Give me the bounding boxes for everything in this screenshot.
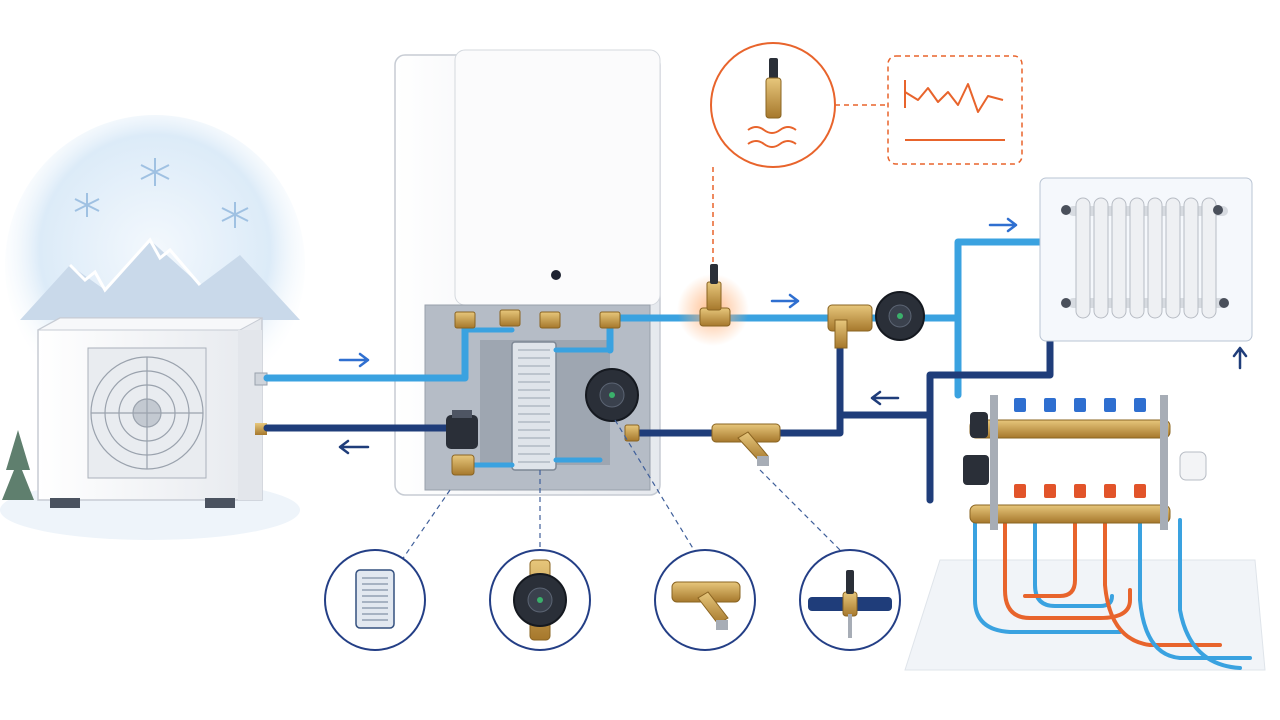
heat-exchanger-callout xyxy=(324,549,426,651)
plate-heat-exchanger-icon xyxy=(355,569,395,629)
mixing-pump-icon xyxy=(827,291,925,349)
flow-arrow-outdoor-return xyxy=(338,439,370,455)
underfloor-manifold-icon xyxy=(963,395,1207,530)
radiator-icon xyxy=(1039,177,1253,342)
heat-pump-outdoor-unit-icon xyxy=(37,317,268,508)
fan-grille xyxy=(90,356,204,470)
temperature-sensor-icon xyxy=(677,264,749,346)
circulation-pump-icon xyxy=(513,559,567,641)
filter-callout xyxy=(654,549,756,651)
sensor-detail-callout xyxy=(710,42,888,262)
snowflake-icon xyxy=(74,158,249,228)
circulation-pump-icon xyxy=(585,368,639,422)
status-led-icon xyxy=(551,270,561,280)
y-strainer-icon xyxy=(711,423,781,466)
underfloor-heating-loops xyxy=(904,518,1266,671)
flow-arrows xyxy=(338,217,1248,455)
flow-arrow-supply-main xyxy=(770,293,800,309)
brass-fittings xyxy=(451,309,640,476)
supply-piping xyxy=(263,211,1066,399)
pump-callout xyxy=(489,549,591,651)
sensor-callout xyxy=(799,549,901,651)
internal-supply-piping xyxy=(462,327,613,468)
plate-heat-exchanger-icon xyxy=(511,341,557,471)
callout-leaders xyxy=(394,419,851,571)
y-strainer-icon xyxy=(671,581,741,630)
flow-arrow-return-main xyxy=(870,390,900,406)
flow-arrow-outdoor-supply xyxy=(338,352,370,368)
flow-arrow-radiator-out xyxy=(1232,346,1248,370)
temperature-graph-icon xyxy=(887,55,1023,165)
temperature-sensor-icon xyxy=(808,570,892,638)
return-valve-icon xyxy=(446,410,478,449)
pine-tree-icon xyxy=(2,430,34,500)
flow-arrow-radiator-in xyxy=(988,217,1018,233)
